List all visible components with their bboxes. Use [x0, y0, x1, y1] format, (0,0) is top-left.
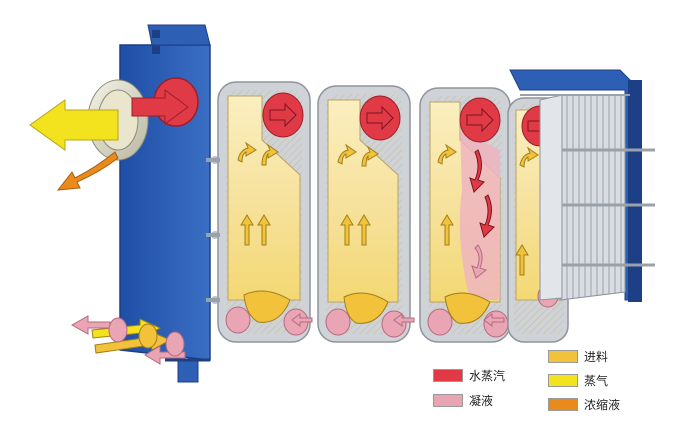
legend-swatch-condensate	[433, 394, 463, 407]
vapor-out-arrow	[29, 99, 119, 151]
legend-item-feed: 进料	[548, 348, 608, 365]
legend-label-concentrate: 浓缩液	[584, 398, 621, 412]
legend-label-vapor: 蒸气	[584, 374, 609, 388]
plate-2	[291, 85, 411, 343]
legend-label-condensate: 凝液	[469, 394, 494, 408]
pressure-plate-frame	[509, 69, 655, 302]
legend-label-steam: 水蒸汽	[469, 369, 506, 383]
legend-item-concentrate: 浓缩液	[548, 396, 620, 413]
legend-label-feed: 进料	[584, 350, 609, 364]
plate-1	[206, 81, 311, 343]
bottom-port-arrows	[70, 315, 186, 365]
plate-3	[393, 87, 511, 343]
legend-swatch-feed	[548, 350, 578, 363]
legend-item-condensate: 凝液	[433, 392, 493, 409]
concentrate-out-arrow	[56, 151, 119, 191]
legend-item-steam: 水蒸汽	[433, 367, 505, 384]
legend-swatch-vapor	[548, 374, 578, 387]
legend-item-vapor: 蒸气	[548, 372, 608, 389]
legend-swatch-steam	[433, 369, 463, 382]
steam-in-arrow	[131, 89, 189, 125]
legend-swatch-concentrate	[548, 398, 578, 411]
